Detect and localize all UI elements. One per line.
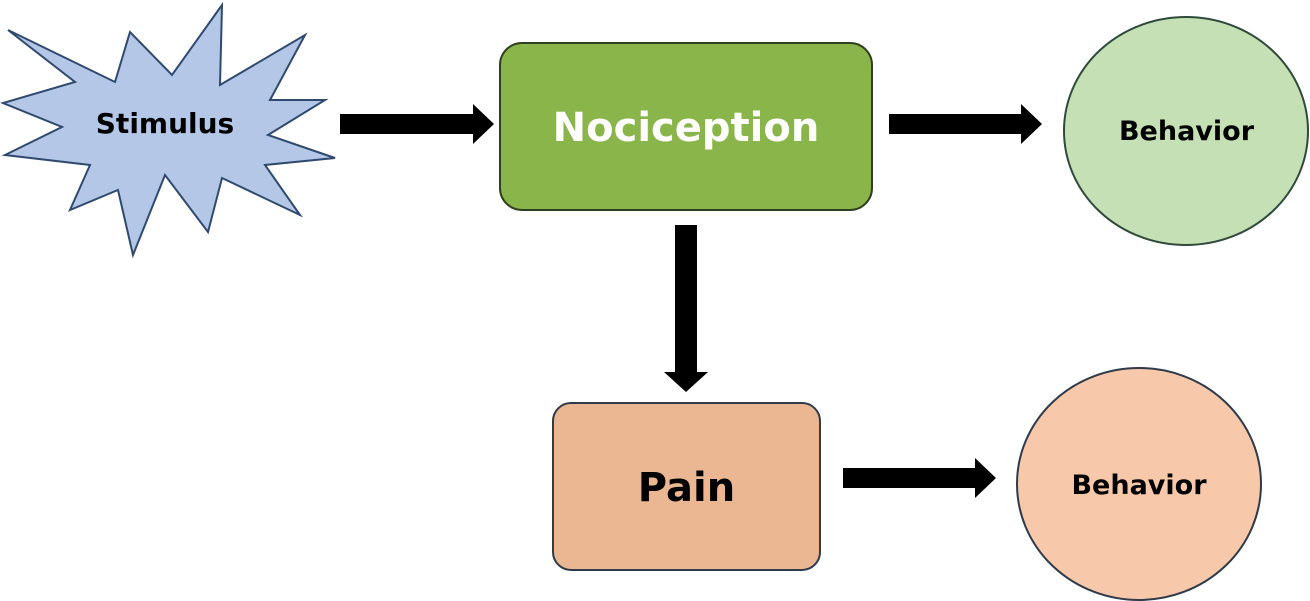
stimulus-starburst	[0, 1, 336, 259]
pain-box	[552, 402, 821, 571]
behavior-top-circle	[1063, 16, 1309, 246]
nociception-box	[499, 42, 873, 211]
arrow-nociception-to-pain	[664, 225, 708, 392]
arrow-stimulus-to-nociception	[340, 104, 494, 144]
arrow-nociception-to-behavior	[889, 104, 1042, 144]
arrow-pain-to-behavior	[843, 458, 996, 498]
behavior-bottom-circle	[1016, 367, 1262, 601]
